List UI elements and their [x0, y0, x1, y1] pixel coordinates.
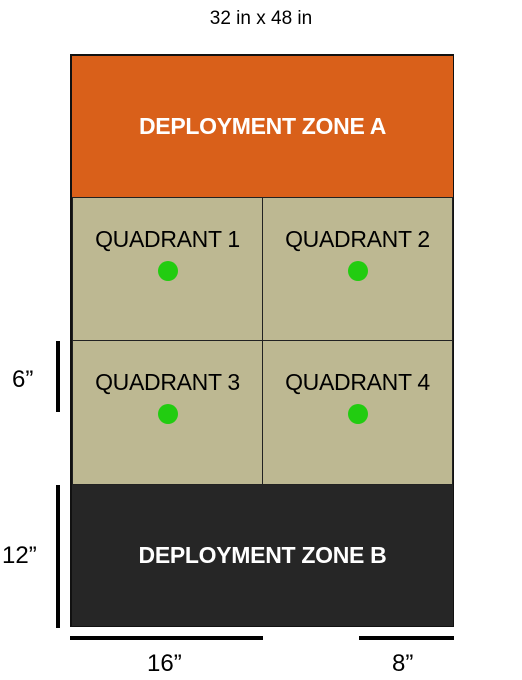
board-size-title: 32 in x 48 in	[209, 8, 313, 29]
twelve-inch-marker	[56, 485, 60, 628]
six-inch-label: 6”	[12, 366, 34, 393]
quadrant-1-label: QUADRANT 1	[95, 226, 240, 252]
objective-marker-4	[347, 404, 368, 424]
quadrant-1: QUADRANT 1	[72, 197, 263, 341]
deployment-zone-a: DEPLOYMENT ZONE A	[72, 56, 453, 197]
quadrant-3: QUADRANT 3	[72, 340, 263, 485]
twelve-inch-label: 12”	[2, 542, 37, 569]
objective-marker-2	[347, 261, 368, 281]
objective-marker-3	[157, 404, 178, 424]
six-inch-marker	[56, 341, 60, 412]
deployment-zone-b: DEPLOYMENT ZONE B	[72, 485, 453, 626]
quadrant-2: QUADRANT 2	[262, 197, 453, 341]
sixteen-inch-label: 16”	[147, 650, 182, 677]
quadrant-4: QUADRANT 4	[262, 340, 453, 485]
quadrant-4-label: QUADRANT 4	[285, 369, 430, 395]
quadrant-2-label: QUADRANT 2	[285, 226, 430, 252]
eight-inch-marker	[359, 636, 454, 640]
eight-inch-label: 8”	[392, 650, 414, 677]
quadrant-3-label: QUADRANT 3	[95, 369, 240, 395]
sixteen-inch-marker	[70, 636, 263, 640]
game-board	[70, 54, 454, 627]
objective-marker-1	[157, 261, 178, 281]
